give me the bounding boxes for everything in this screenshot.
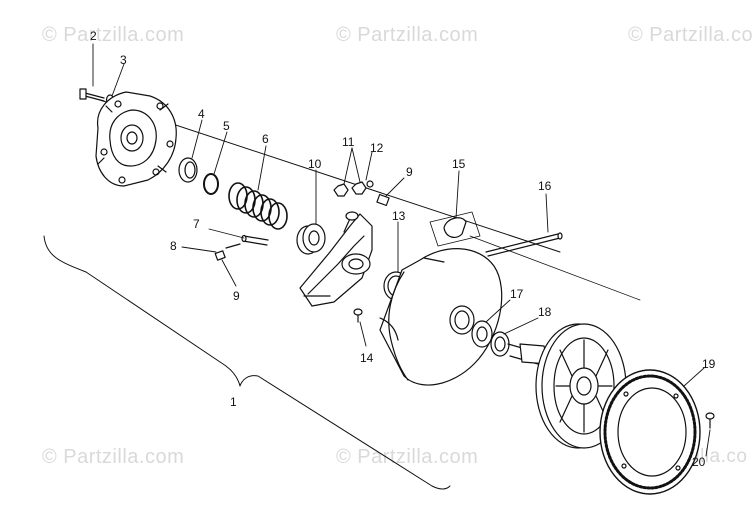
- callout-1: 1: [230, 395, 237, 409]
- part-17-bearing: [471, 320, 493, 348]
- callout-12: 12: [370, 141, 384, 155]
- callout-4: 4: [198, 107, 205, 121]
- callout-9-upper: 9: [406, 165, 413, 179]
- part-14-screw: [353, 308, 363, 323]
- callout-13: 13: [392, 209, 406, 223]
- copyright-icon: ©: [42, 446, 58, 468]
- callout-19: 19: [702, 357, 716, 371]
- part-11-nut: [333, 183, 349, 197]
- watermark: ©Partzilla.com: [336, 24, 478, 47]
- callout-11: 11: [342, 135, 355, 149]
- watermark: ©Partzilla.com: [42, 24, 184, 47]
- watermark-text: Partzilla.com: [357, 446, 479, 468]
- callout-18: 18: [538, 305, 552, 319]
- copyright-icon: ©: [336, 446, 352, 468]
- watermark-text: Partzilla.com: [63, 446, 185, 468]
- callout-15: 15: [452, 157, 466, 171]
- watermark-text: Partzilla.com: [357, 24, 479, 46]
- part-4-bushing: [178, 157, 198, 183]
- part-2-bolt: [79, 88, 105, 102]
- part-10-roller: [296, 223, 326, 255]
- part-roller-arm: [299, 211, 373, 307]
- callout-7: 7: [193, 217, 200, 231]
- part-8-pin-end: [214, 243, 241, 261]
- callout-20: 20: [692, 455, 706, 469]
- callout-9-lower: 9: [233, 289, 240, 303]
- part-15-clip: [429, 211, 481, 247]
- part-fixed-sheave: [507, 323, 627, 449]
- copyright-icon: ©: [42, 24, 58, 46]
- part-18-washer: [490, 331, 510, 357]
- assembly-axis: [99, 99, 561, 253]
- callout-5: 5: [223, 119, 230, 133]
- callout-3: 3: [120, 53, 127, 67]
- assembly-bracket: [43, 235, 451, 490]
- part-cover-plate: [95, 91, 177, 187]
- callout-6: 6: [262, 132, 269, 146]
- callout-14: 14: [360, 351, 374, 365]
- part-9-cap: [376, 193, 390, 207]
- copyright-icon: ©: [336, 24, 352, 46]
- callout-16: 16: [538, 179, 552, 193]
- part-12-nut: [351, 180, 374, 195]
- part-20-screw: [705, 412, 715, 429]
- callout-2: 2: [90, 29, 97, 43]
- part-6-spring: [228, 182, 288, 230]
- watermark-text: Partzilla.com: [649, 24, 752, 46]
- callout-10: 10: [308, 157, 322, 171]
- part-16-long-pin: [485, 232, 563, 257]
- assembly-axis: [469, 235, 641, 301]
- part-19-ring-gear: [599, 369, 701, 495]
- watermark-text: Partzilla.com: [63, 24, 185, 46]
- watermark: ©Partzilla.com: [42, 446, 184, 469]
- part-5-snap-ring: [203, 173, 219, 195]
- callout-8: 8: [170, 239, 177, 253]
- copyright-icon: ©: [628, 24, 644, 46]
- callout-17: 17: [510, 287, 524, 301]
- part-7-pin: [241, 234, 269, 246]
- part-movable-sheave: [379, 248, 503, 386]
- watermark: ©Partzilla.com: [628, 24, 752, 47]
- leader-lines: [92, 43, 711, 457]
- watermark: ©Partzilla.com: [336, 446, 478, 469]
